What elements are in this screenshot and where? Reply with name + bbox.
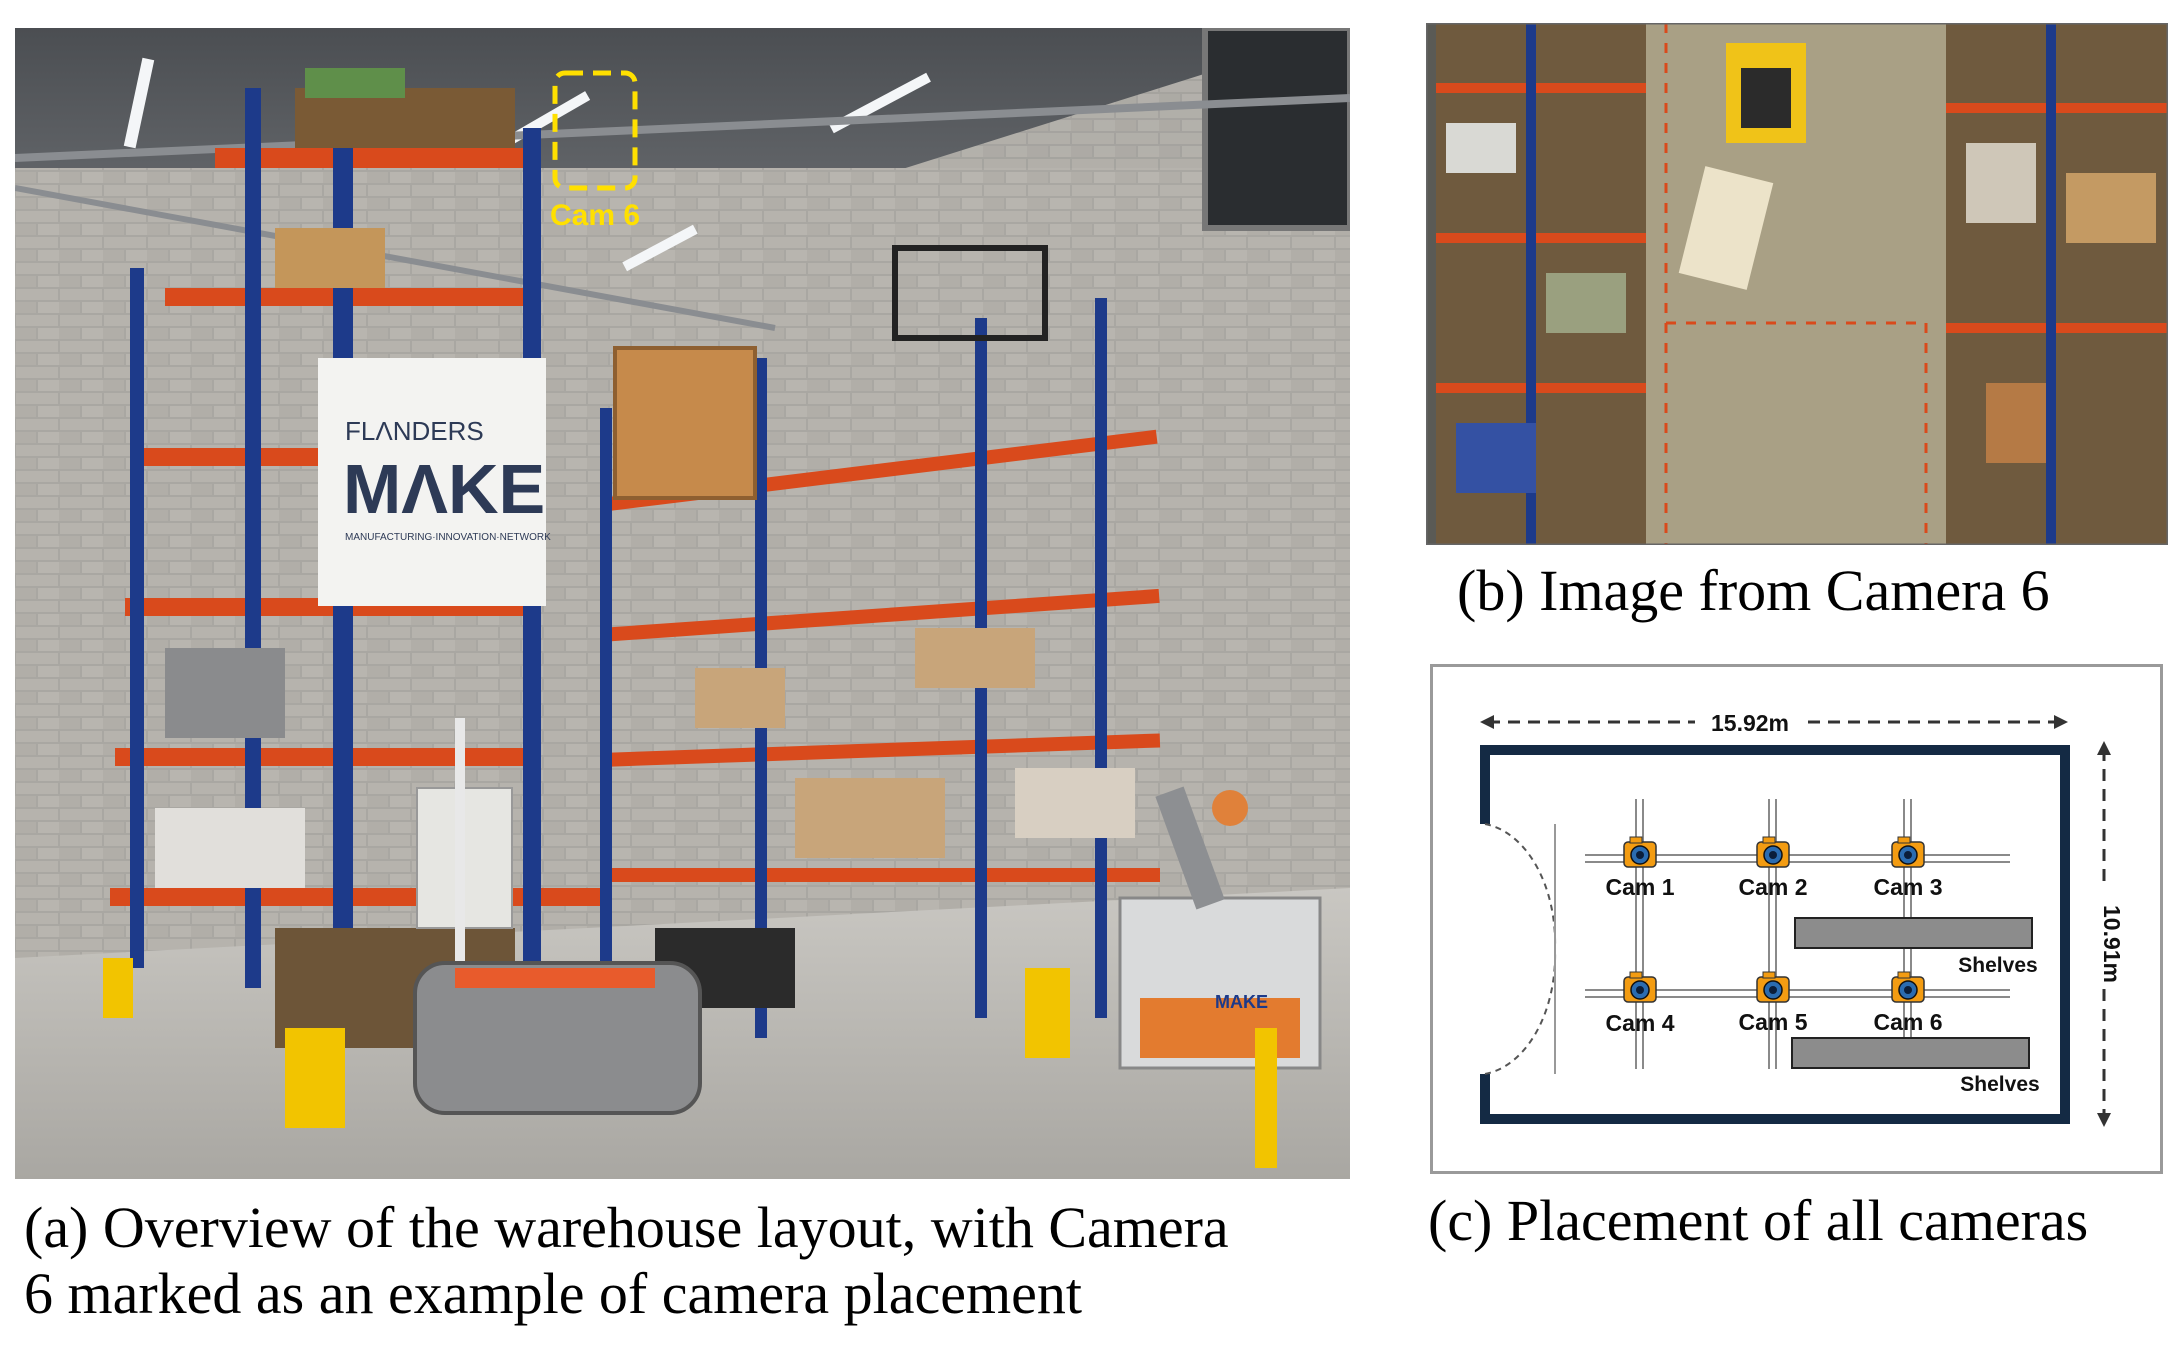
caption-a-line2: 6 marked as an example of camera placeme…	[24, 1261, 1082, 1326]
flanders-make-sign: FLΛNDERS MΛKE MANUFACTURING·INNOVATION·N…	[318, 358, 551, 606]
camera-marker-box	[552, 70, 638, 191]
room-outline	[1480, 745, 2070, 1124]
camera-1: Cam 1	[1605, 836, 1675, 900]
left-shelving	[1436, 23, 1646, 545]
camera-5-label: Cam 5	[1738, 1009, 1807, 1035]
camera-5: Cam 5	[1738, 971, 1808, 1035]
rolling-tub	[413, 961, 702, 1115]
camera-3: Cam 3	[1873, 836, 1943, 900]
wall-window	[1202, 28, 1350, 231]
panel-b	[1426, 23, 2168, 545]
right-shelving	[1946, 23, 2168, 545]
height-dimension: 10.91m	[2088, 741, 2125, 1127]
shelves-label-lower: Shelves	[1960, 1073, 2039, 1096]
camera-2-label: Cam 2	[1738, 874, 1807, 900]
panel-a: FLΛNDERS MΛKE MANUFACTURING·INNOVATION·N…	[15, 28, 1350, 1179]
camera-3-label: Cam 3	[1873, 874, 1942, 900]
tall-rack-left	[110, 68, 610, 1048]
camera-6-image	[1426, 23, 2168, 545]
camera-placement-diagram: 15.92m 10.91m Shelves She	[1430, 664, 2163, 1174]
ceiling-light	[622, 224, 698, 272]
brand-top-text: FLΛNDERS	[345, 416, 484, 446]
camera-6-label: Cam 6	[1873, 1009, 1942, 1035]
warehouse-photo: FLΛNDERS MΛKE MANUFACTURING·INNOVATION·N…	[15, 28, 1350, 1179]
safety-bumpers	[103, 958, 1277, 1168]
caption-b: (b) Image from Camera 6	[1457, 558, 2050, 623]
camera-marker-label: Cam 6	[550, 199, 640, 232]
width-dimension: 15.92m	[1480, 706, 2068, 738]
shelves-label-upper: Shelves	[1958, 954, 2037, 977]
caption-a-line1: (a) Overview of the warehouse layout, wi…	[24, 1195, 1229, 1260]
camera-4: Cam 4	[1605, 971, 1675, 1036]
shelf-lower	[1791, 1037, 2030, 1069]
caption-c: (c) Placement of all cameras	[1428, 1188, 2089, 1253]
brand-main-text: MΛKE	[343, 450, 545, 528]
camera-2: Cam 2	[1738, 836, 1808, 900]
camera-4-label: Cam 4	[1605, 1010, 1674, 1036]
ceiling-light	[123, 57, 155, 149]
height-label: 10.91m	[2099, 905, 2125, 983]
shelf-upper	[1794, 917, 2033, 949]
brand-sub-text: MANUFACTURING·INNOVATION·NETWORK	[345, 532, 551, 543]
panel-c: 15.92m 10.91m Shelves She	[1430, 664, 2163, 1174]
base-brand-text: MAKE	[1215, 992, 1268, 1012]
width-label: 15.92m	[1711, 710, 1789, 736]
caption-a: (a) Overview of the warehouse layout, wi…	[24, 1195, 1354, 1327]
camera-6: Cam 6	[1873, 971, 1943, 1035]
long-rack-right	[600, 245, 1161, 1048]
camera-1-label: Cam 1	[1605, 874, 1674, 900]
forklift	[1678, 43, 1806, 290]
